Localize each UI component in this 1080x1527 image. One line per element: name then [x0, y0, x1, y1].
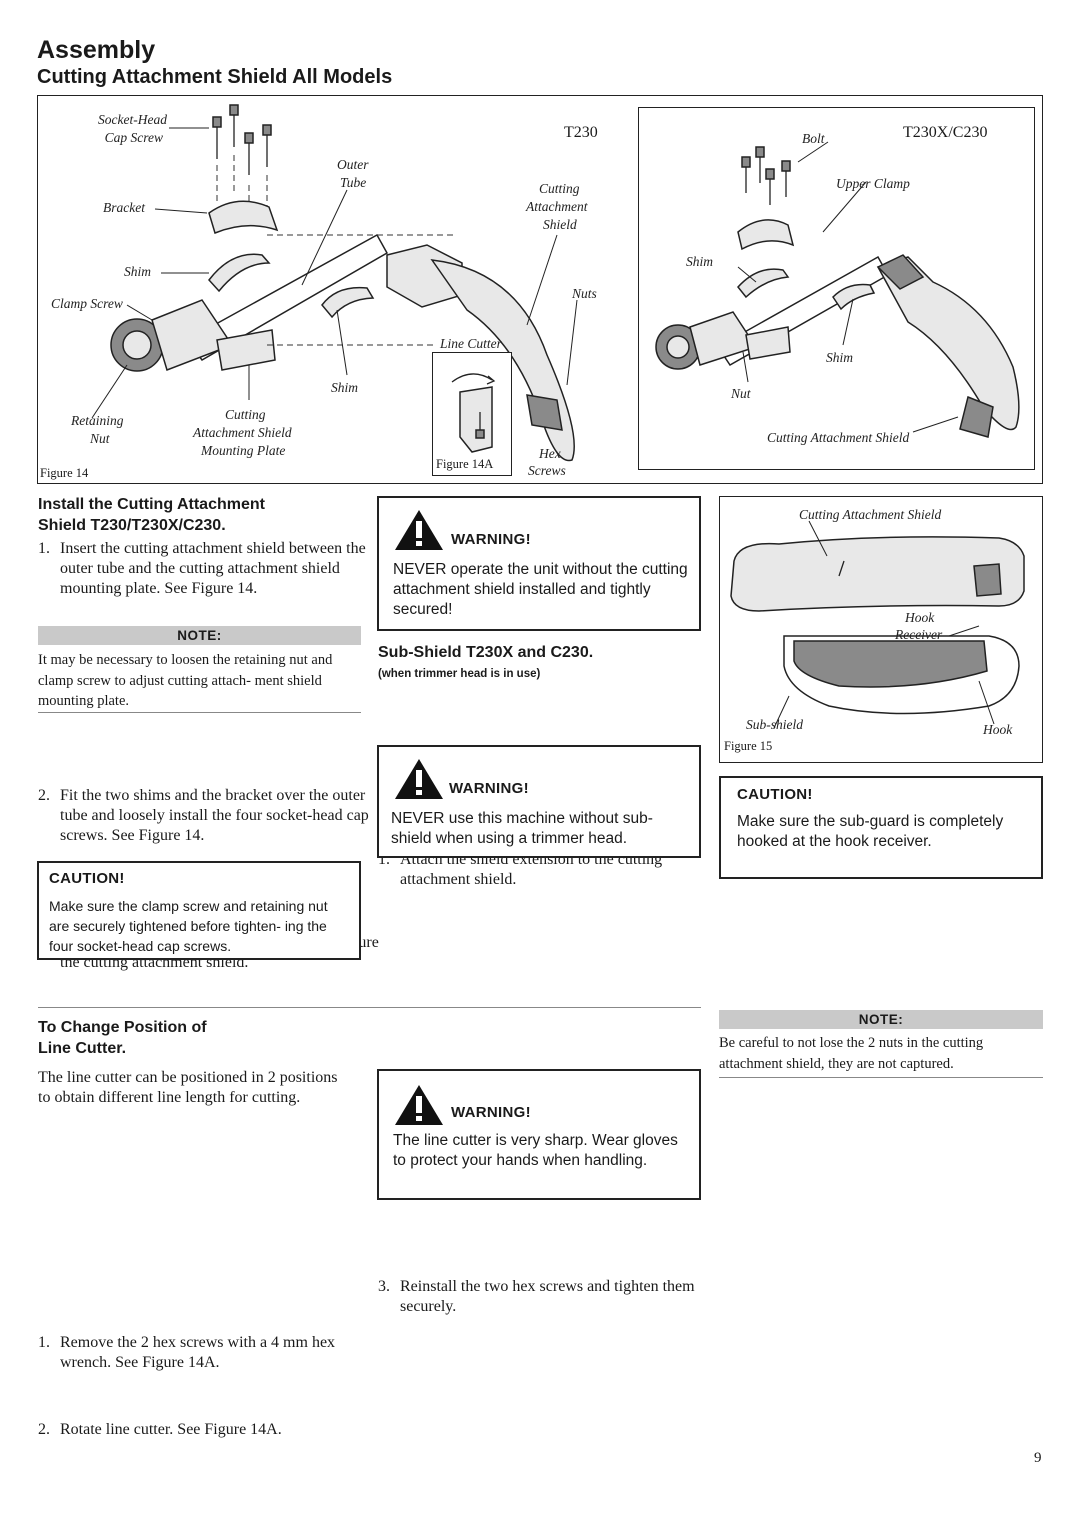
label-shield: Shield — [543, 217, 577, 232]
label-screws: Screws — [528, 463, 566, 478]
line-cutter-step-1: 1. Remove the 2 hex screws with a 4 mm h… — [38, 1334, 336, 1371]
warning-text: NEVER operate the unit without the cutti… — [393, 561, 688, 618]
label-clamp-screw: Clamp Screw — [51, 296, 123, 311]
warning-triangle-icon — [395, 759, 443, 799]
install-heading: Install the Cutting Attachment Shield T2… — [38, 494, 358, 536]
figure-15-frame — [719, 496, 1043, 763]
label-line-cutter: Line Cutter — [440, 336, 502, 351]
note-divider — [719, 1077, 1043, 1078]
section-title: Cutting Attachment Shield All Models — [37, 66, 393, 88]
label-bolt: Bolt — [802, 131, 825, 146]
label-upper-clamp: Upper Clamp — [836, 176, 910, 191]
bottom-divider — [38, 1007, 701, 1008]
warning-box-3: WARNING! The line cutter is very sharp. … — [377, 1069, 701, 1200]
fig15-label-hook: Hook — [983, 722, 1013, 737]
line-cutter-step-2: 2. Rotate line cutter. See Figure 14A. — [38, 1421, 282, 1438]
label-outer: Outer — [337, 157, 369, 172]
figure-14a-illustration — [451, 373, 496, 453]
figure-14-illustration — [91, 104, 578, 462]
note-label-2: NOTE: — [719, 1010, 1043, 1029]
figure-15-illustration — [730, 520, 1025, 729]
warning-triangle-icon — [395, 1085, 443, 1125]
label-tube: Tube — [340, 175, 367, 190]
model-label-t230x: T230X/C230 — [903, 124, 988, 141]
label-cutting: Cutting — [539, 181, 580, 196]
label-retaining: Retaining — [71, 413, 124, 428]
label-bracket: Bracket — [103, 200, 145, 215]
warning-text: NEVER use this machine without sub- shie… — [391, 810, 653, 847]
fig15-label-subshield: Sub-shield — [746, 717, 803, 732]
warning-label: WARNING! — [451, 531, 531, 548]
label-mount-attachment: Attachment Shield — [193, 425, 292, 440]
label-shield-right: Cutting Attachment Shield — [767, 430, 910, 445]
warning-box-2: WARNING! NEVER use this machine without … — [377, 745, 701, 858]
figure-t230x-frame — [638, 107, 1035, 470]
fig15-label-shield: Cutting Attachment Shield — [799, 507, 942, 522]
note-text: It may be necessary to loosen the retain… — [38, 652, 333, 709]
figure-14a-caption: Figure 14A — [436, 457, 494, 471]
warning-box-1: WARNING! NEVER operate the unit without … — [377, 496, 701, 631]
divider — [38, 712, 361, 713]
warning-label: WARNING! — [451, 1104, 531, 1121]
line-cutter-step-3: 3. Reinstall the two hex screws and tigh… — [378, 1278, 695, 1315]
label-shim-upper: Shim — [124, 264, 151, 279]
caution-label: CAUTION! — [737, 786, 813, 803]
label-attachment: Attachment — [526, 199, 588, 214]
figure-14-caption: Figure 14 — [40, 466, 89, 480]
caution-box-1: CAUTION! Make sure the clamp screw and r… — [37, 861, 361, 960]
install-heading-line1: Install the Cutting Attachment — [38, 496, 265, 513]
line-cutter-heading: To Change Position of Line Cutter. — [38, 1017, 358, 1059]
warning-triangle-icon — [395, 510, 443, 550]
install-step-1: 1. Insert the cutting attachment shield … — [38, 540, 366, 597]
label-shim-right: Shim — [826, 350, 853, 365]
label-nut-right: Nut — [731, 386, 751, 401]
subshield-subheading: (when trimmer head is in use) — [378, 668, 541, 680]
page-title: Assembly — [37, 36, 156, 64]
fig15-label-hook-receiver-2: Receiver — [895, 627, 943, 642]
figure-15-caption: Figure 15 — [724, 739, 773, 753]
line-cutter-heading-line2: Line Cutter. — [38, 1040, 127, 1057]
warning-text: The line cutter is very sharp. Wear glov… — [393, 1132, 678, 1169]
label-nut: Nut — [90, 431, 110, 446]
note-label: NOTE: — [38, 626, 361, 645]
label-nuts: Nuts — [572, 286, 597, 301]
label-socket-head: Socket-Head — [98, 112, 167, 127]
figure-t230x-illustration — [655, 141, 1020, 438]
line-cutter-intro: The line cutter can be positioned in 2 p… — [38, 1069, 338, 1106]
figure-14-frame — [37, 95, 1043, 484]
caution-box-2: CAUTION! Make sure the sub-guard is comp… — [719, 776, 1043, 879]
note-text-2: Be careful to not lose the 2 nuts in the… — [719, 1035, 984, 1072]
page-number: 9 — [1034, 1450, 1042, 1466]
label-shim-lower: Shim — [331, 380, 358, 395]
install-heading-line2: Shield T230/T230X/C230. — [38, 517, 226, 534]
caution-label: CAUTION! — [49, 870, 125, 887]
label-mount-plate: Mounting Plate — [201, 443, 286, 458]
cap-screws — [212, 104, 272, 175]
caution-text: Make sure the clamp screw and retaining … — [49, 898, 328, 954]
label-mount-cutting: Cutting — [225, 407, 266, 422]
fig15-label-hook-receiver-1: Hook — [905, 610, 935, 625]
subshield-heading: Sub-Shield T230X and C230. — [378, 644, 594, 661]
caution-text: Make sure the sub-guard is completely ho… — [737, 813, 1004, 850]
label-shim-left: Shim — [686, 254, 713, 269]
label-cap-screw: Cap Screw — [104, 130, 163, 145]
label-hex: Hex — [539, 446, 561, 461]
model-label-t230: T230 — [564, 124, 598, 141]
install-step-2: 2. Fit the two shims and the bracket ove… — [38, 787, 369, 844]
warning-label: WARNING! — [449, 780, 529, 797]
line-cutter-heading-line1: To Change Position of — [38, 1019, 207, 1036]
